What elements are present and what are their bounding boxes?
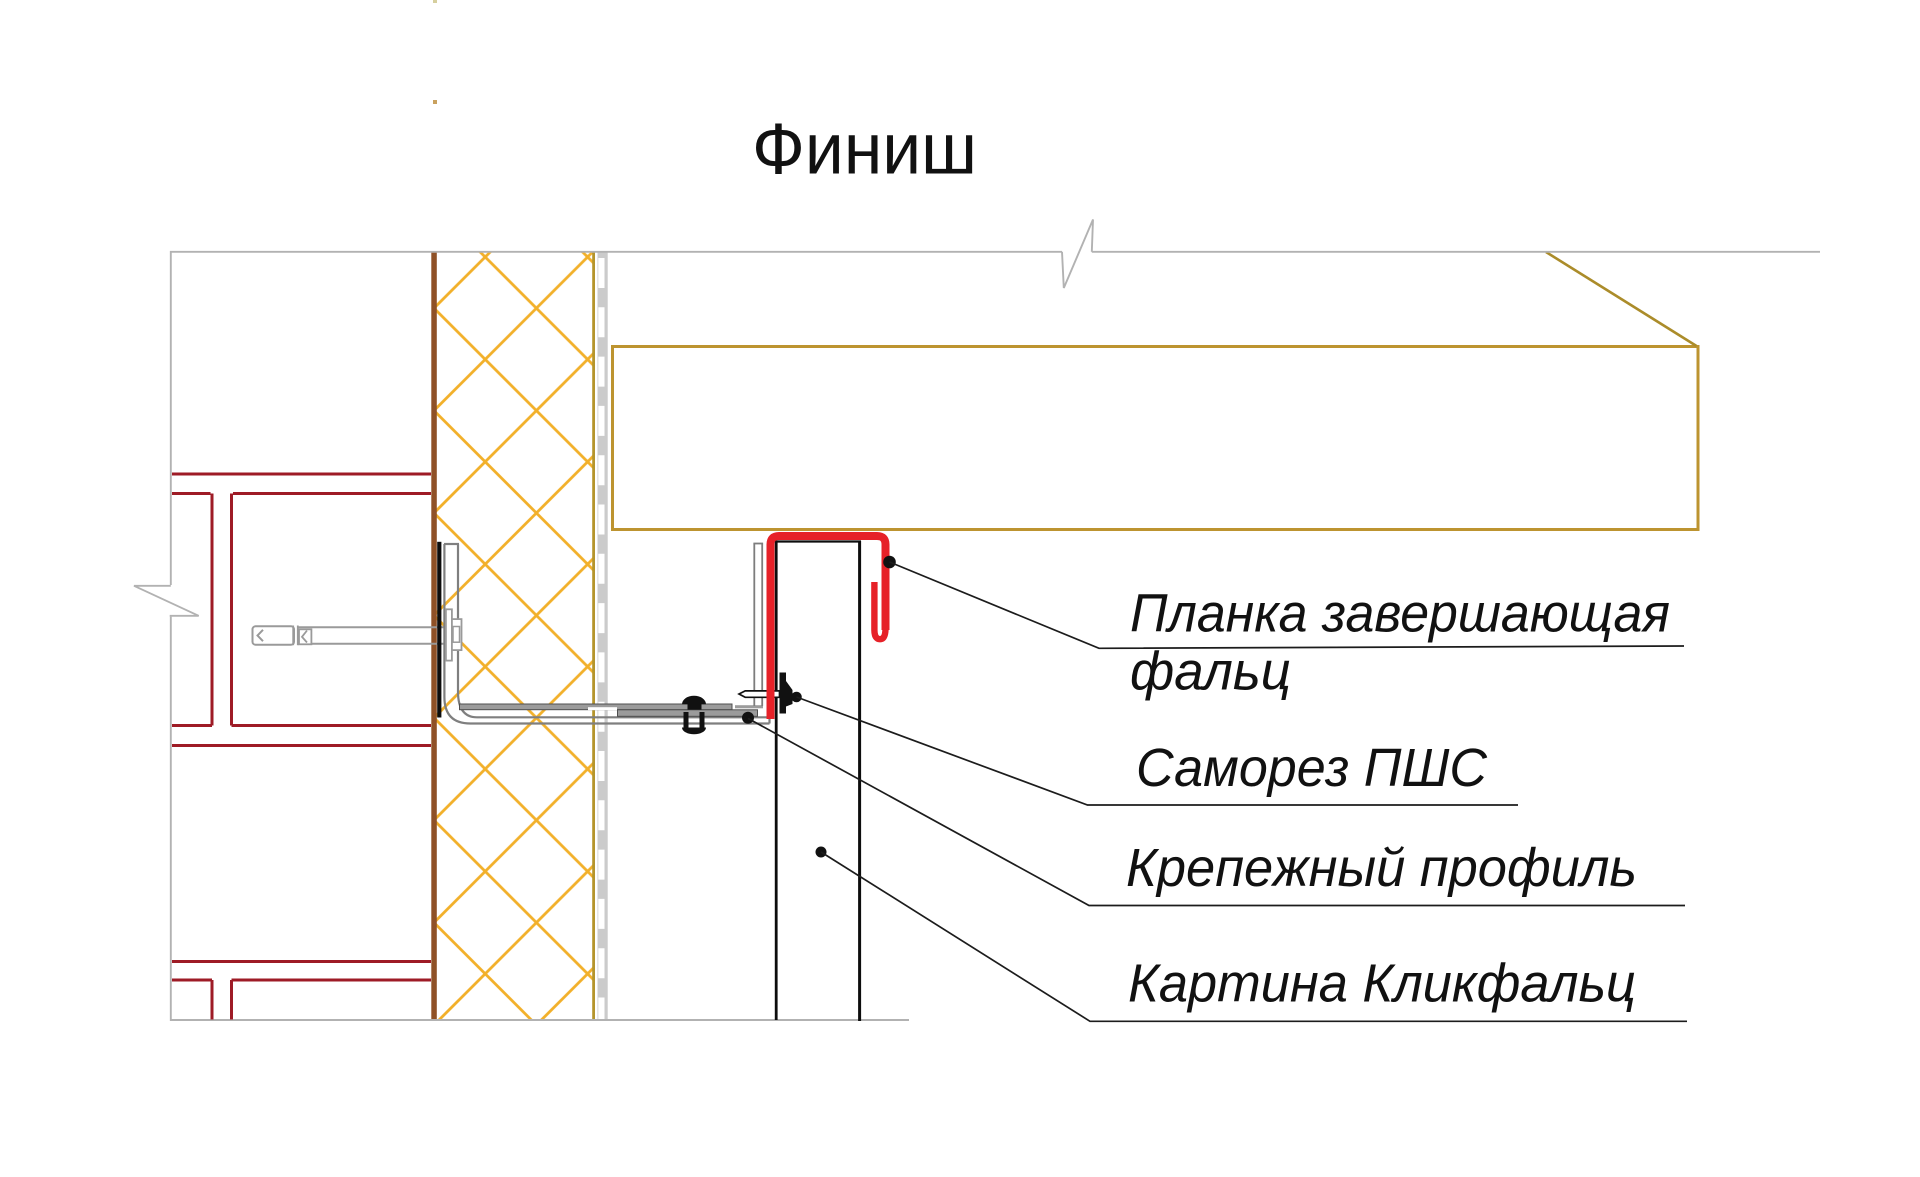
svg-text:Крепежный профиль: Крепежный профиль: [1126, 838, 1637, 898]
svg-text:Финиш: Финиш: [752, 110, 977, 190]
svg-text:Картина Кликфальц: Картина Кликфальц: [1128, 954, 1636, 1014]
svg-text:Планка завершающая: Планка завершающая: [1130, 584, 1670, 644]
svg-text:фальц: фальц: [1130, 642, 1291, 702]
svg-text:Саморез ПШС: Саморез ПШС: [1136, 738, 1488, 798]
